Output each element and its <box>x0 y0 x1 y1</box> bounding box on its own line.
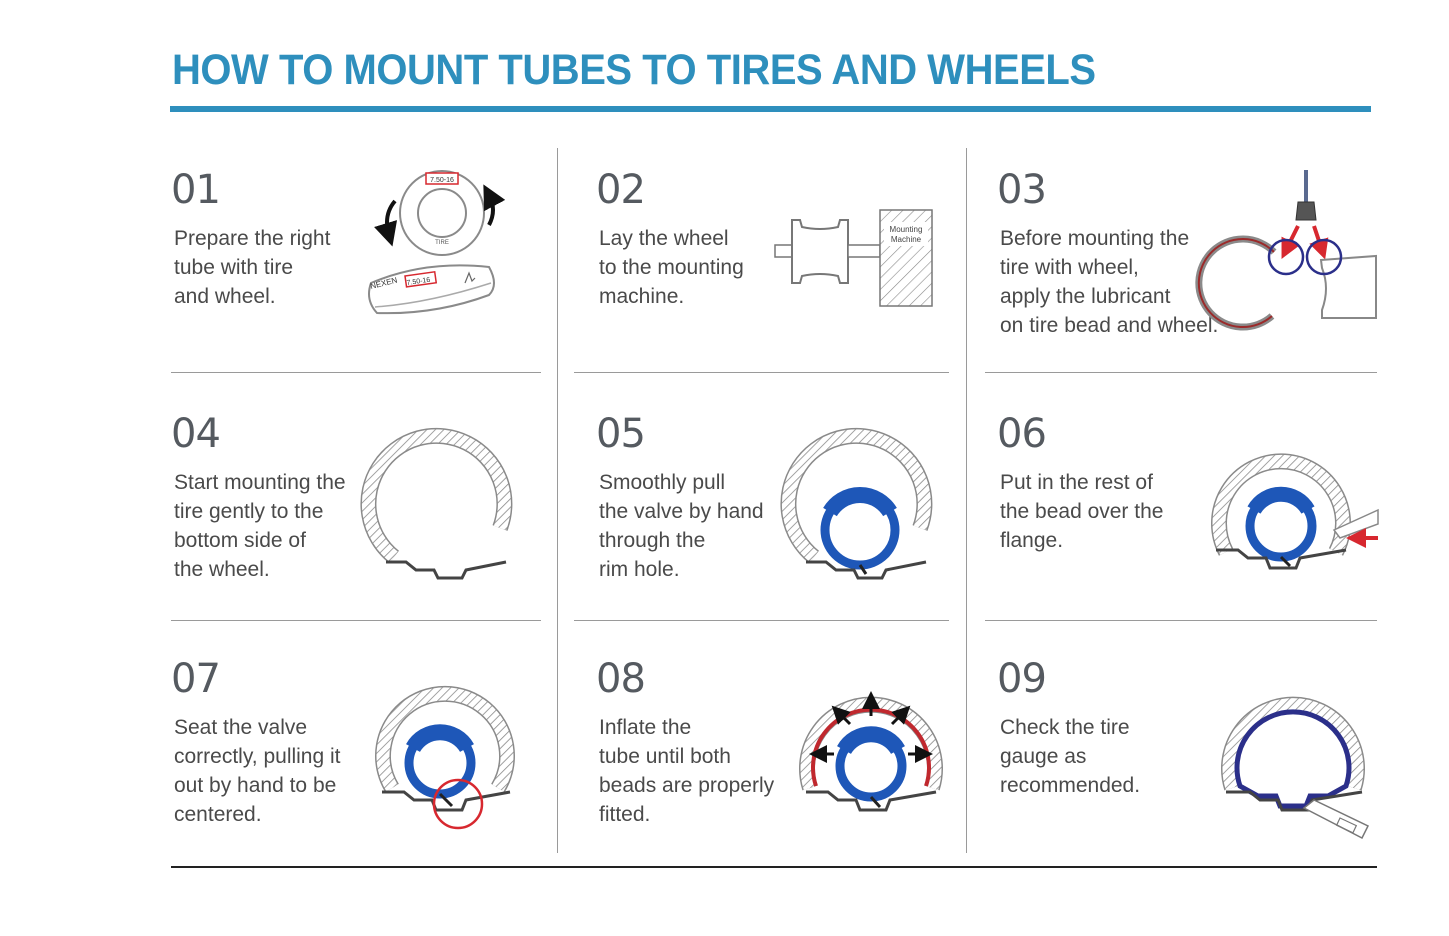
step-line: the bead over the <box>1000 500 1164 523</box>
step-number: 08 <box>596 656 646 702</box>
step-line: beads are properly <box>599 774 775 797</box>
tube-valve-icon <box>780 427 933 580</box>
step-line: Prepare the right <box>174 227 331 250</box>
step-line: tire gently to the <box>174 500 324 523</box>
step-line: correctly, pulling it <box>174 745 341 768</box>
step-description: Before mounting the tire with wheel, app… <box>1000 224 1219 340</box>
step-line: through the <box>599 529 706 552</box>
step-number: 02 <box>596 167 646 213</box>
row-divider-2a <box>171 620 541 621</box>
step-line: Before mounting the <box>1000 227 1190 250</box>
step-description: Inflate the tube until both beads are pr… <box>599 713 799 829</box>
step-line: to the mounting <box>599 256 744 279</box>
step-number: 06 <box>997 411 1047 457</box>
tire-on-rim-icon <box>360 427 513 580</box>
step-number: 05 <box>596 411 646 457</box>
machine-label-2: Machine <box>891 235 922 244</box>
step-number: 04 <box>171 411 221 457</box>
step-description: Lay the wheel to the mounting machine. <box>599 224 799 311</box>
step-line: Put in the rest of <box>1000 471 1153 494</box>
row-divider-1c <box>985 372 1377 373</box>
step-line: tube with tire <box>174 256 294 279</box>
step-number: 03 <box>997 167 1047 213</box>
step-description: Seat the valve correctly, pulling it out… <box>174 713 374 829</box>
step-number: 07 <box>171 656 221 702</box>
step-number: 09 <box>997 656 1047 702</box>
step-line: Inflate the <box>599 716 692 739</box>
row-divider-2b <box>574 620 949 621</box>
bead-lever-icon <box>1211 453 1379 570</box>
step-line: centered. <box>174 803 262 826</box>
step-line: out by hand to be <box>174 774 337 797</box>
step-line: apply the lubricant <box>1000 285 1171 308</box>
step-line: the wheel. <box>174 558 270 581</box>
tire-label: TIRE <box>435 240 449 246</box>
step-line: the valve by hand <box>599 500 764 523</box>
step-description: Put in the rest of the bead over the fla… <box>1000 468 1200 555</box>
step-line: flange. <box>1000 529 1064 552</box>
step-line: on tire bead and wheel. <box>1000 314 1219 337</box>
valve-seat-icon <box>375 685 515 830</box>
mounting-machine-icon: Mounting Machine <box>774 209 933 307</box>
lubricant-brush-icon <box>1195 170 1377 331</box>
pressure-gauge-icon <box>1221 696 1370 840</box>
step-line: and wheel. <box>174 285 276 308</box>
inflate-arrows-icon <box>799 691 943 812</box>
column-divider-1 <box>557 148 558 853</box>
step-line: tire with wheel, <box>1000 256 1139 279</box>
step-line: recommended. <box>1000 774 1141 797</box>
step-description: Smoothly pull the valve by hand through … <box>599 468 799 584</box>
step-line: machine. <box>599 285 685 308</box>
step-line: Seat the valve <box>174 716 308 739</box>
title-underline <box>170 106 1371 112</box>
step-description: Check the tire gauge as recommended. <box>1000 713 1200 800</box>
step-description: Prepare the right tube with tire and whe… <box>174 224 374 311</box>
step-line: Start mounting the <box>174 471 346 494</box>
row-divider-1b <box>574 372 949 373</box>
page-title: HOW TO MOUNT TUBES TO TIRES AND WHEELS <box>172 46 1096 94</box>
step-line: Smoothly pull <box>599 471 726 494</box>
step-description: Start mounting the tire gently to the bo… <box>174 468 374 584</box>
step-line: rim hole. <box>599 558 680 581</box>
tube-tire-wheel-icon: 7.50-16 TIRE NEXEN 7.50-16 <box>368 170 506 315</box>
step-line: Lay the wheel <box>599 227 729 250</box>
step-line: bottom side of <box>174 529 306 552</box>
bottom-rule <box>171 866 1377 868</box>
row-divider-1a <box>171 372 541 373</box>
step-line: fitted. <box>599 803 651 826</box>
row-divider-2c <box>985 620 1377 621</box>
step-line: Check the tire <box>1000 716 1130 739</box>
size-label-top: 7.50-16 <box>430 177 454 184</box>
size-label-bottom: 7.50-16 <box>406 277 431 287</box>
machine-label-1: Mounting <box>890 225 923 234</box>
step-number: 01 <box>171 167 221 213</box>
column-divider-2 <box>966 148 967 853</box>
step-line: gauge as <box>1000 745 1087 768</box>
step-line: tube until both <box>599 745 731 768</box>
